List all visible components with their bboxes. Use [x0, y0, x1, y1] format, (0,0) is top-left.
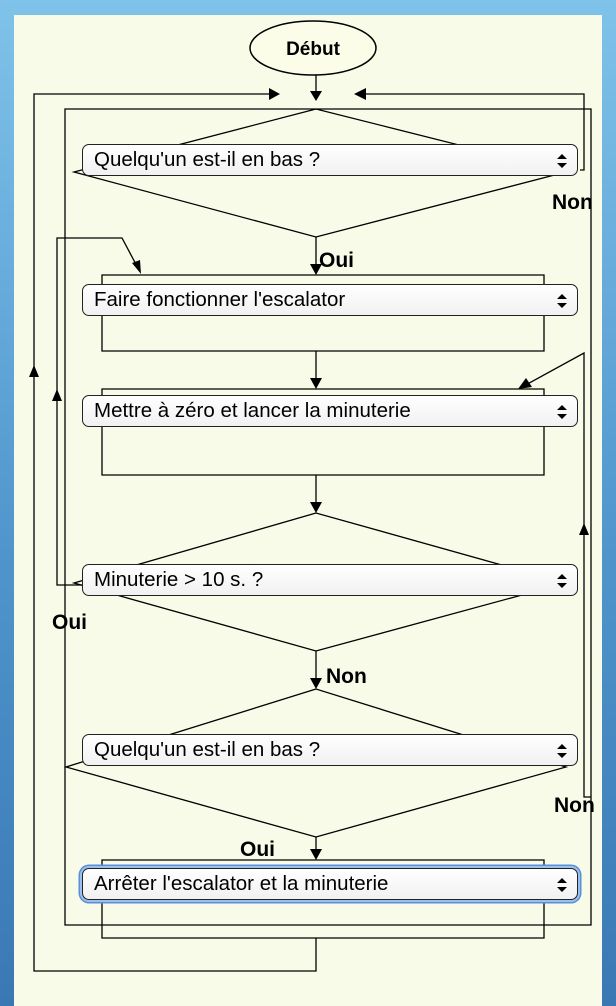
up-down-chevrons-icon [557, 574, 567, 588]
label-non-1: Non [552, 191, 593, 214]
process-2-box [101, 388, 545, 476]
step-select-1[interactable]: Quelqu'un est-il en bas ? [82, 144, 578, 176]
process-3-box [101, 859, 545, 939]
step-select-1-value: Quelqu'un est-il en bas ? [94, 148, 321, 171]
process-1-box [101, 274, 545, 352]
label-oui-3: Oui [240, 838, 275, 861]
step-select-4[interactable]: Minuterie > 10 s. ? [82, 564, 578, 596]
label-oui-2: Oui [52, 611, 87, 634]
step-select-6-value: Arrêter l'escalator et la minuterie [94, 872, 389, 895]
step-select-3-value: Mettre à zéro et lancer la minuterie [94, 399, 411, 422]
step-select-5-value: Quelqu'un est-il en bas ? [94, 738, 321, 761]
flowchart-canvas: Début [14, 15, 602, 1006]
up-down-chevrons-icon [557, 405, 567, 419]
up-down-chevrons-icon [557, 154, 567, 168]
label-oui-1: Oui [319, 249, 354, 272]
label-non-2: Non [326, 665, 367, 688]
up-down-chevrons-icon [557, 294, 567, 308]
step-select-3[interactable]: Mettre à zéro et lancer la minuterie [82, 395, 578, 427]
step-select-6[interactable]: Arrêter l'escalator et la minuterie [82, 868, 578, 900]
up-down-chevrons-icon [557, 878, 567, 892]
up-down-chevrons-icon [557, 744, 567, 758]
start-terminal [249, 20, 377, 76]
step-select-5[interactable]: Quelqu'un est-il en bas ? [82, 734, 578, 766]
step-select-4-value: Minuterie > 10 s. ? [94, 568, 264, 591]
start-label: Début [286, 39, 341, 60]
main-loop-frame [64, 108, 592, 926]
step-select-2-value: Faire fonctionner l'escalator [94, 288, 346, 311]
label-non-3: Non [554, 794, 595, 817]
step-select-2[interactable]: Faire fonctionner l'escalator [82, 284, 578, 316]
